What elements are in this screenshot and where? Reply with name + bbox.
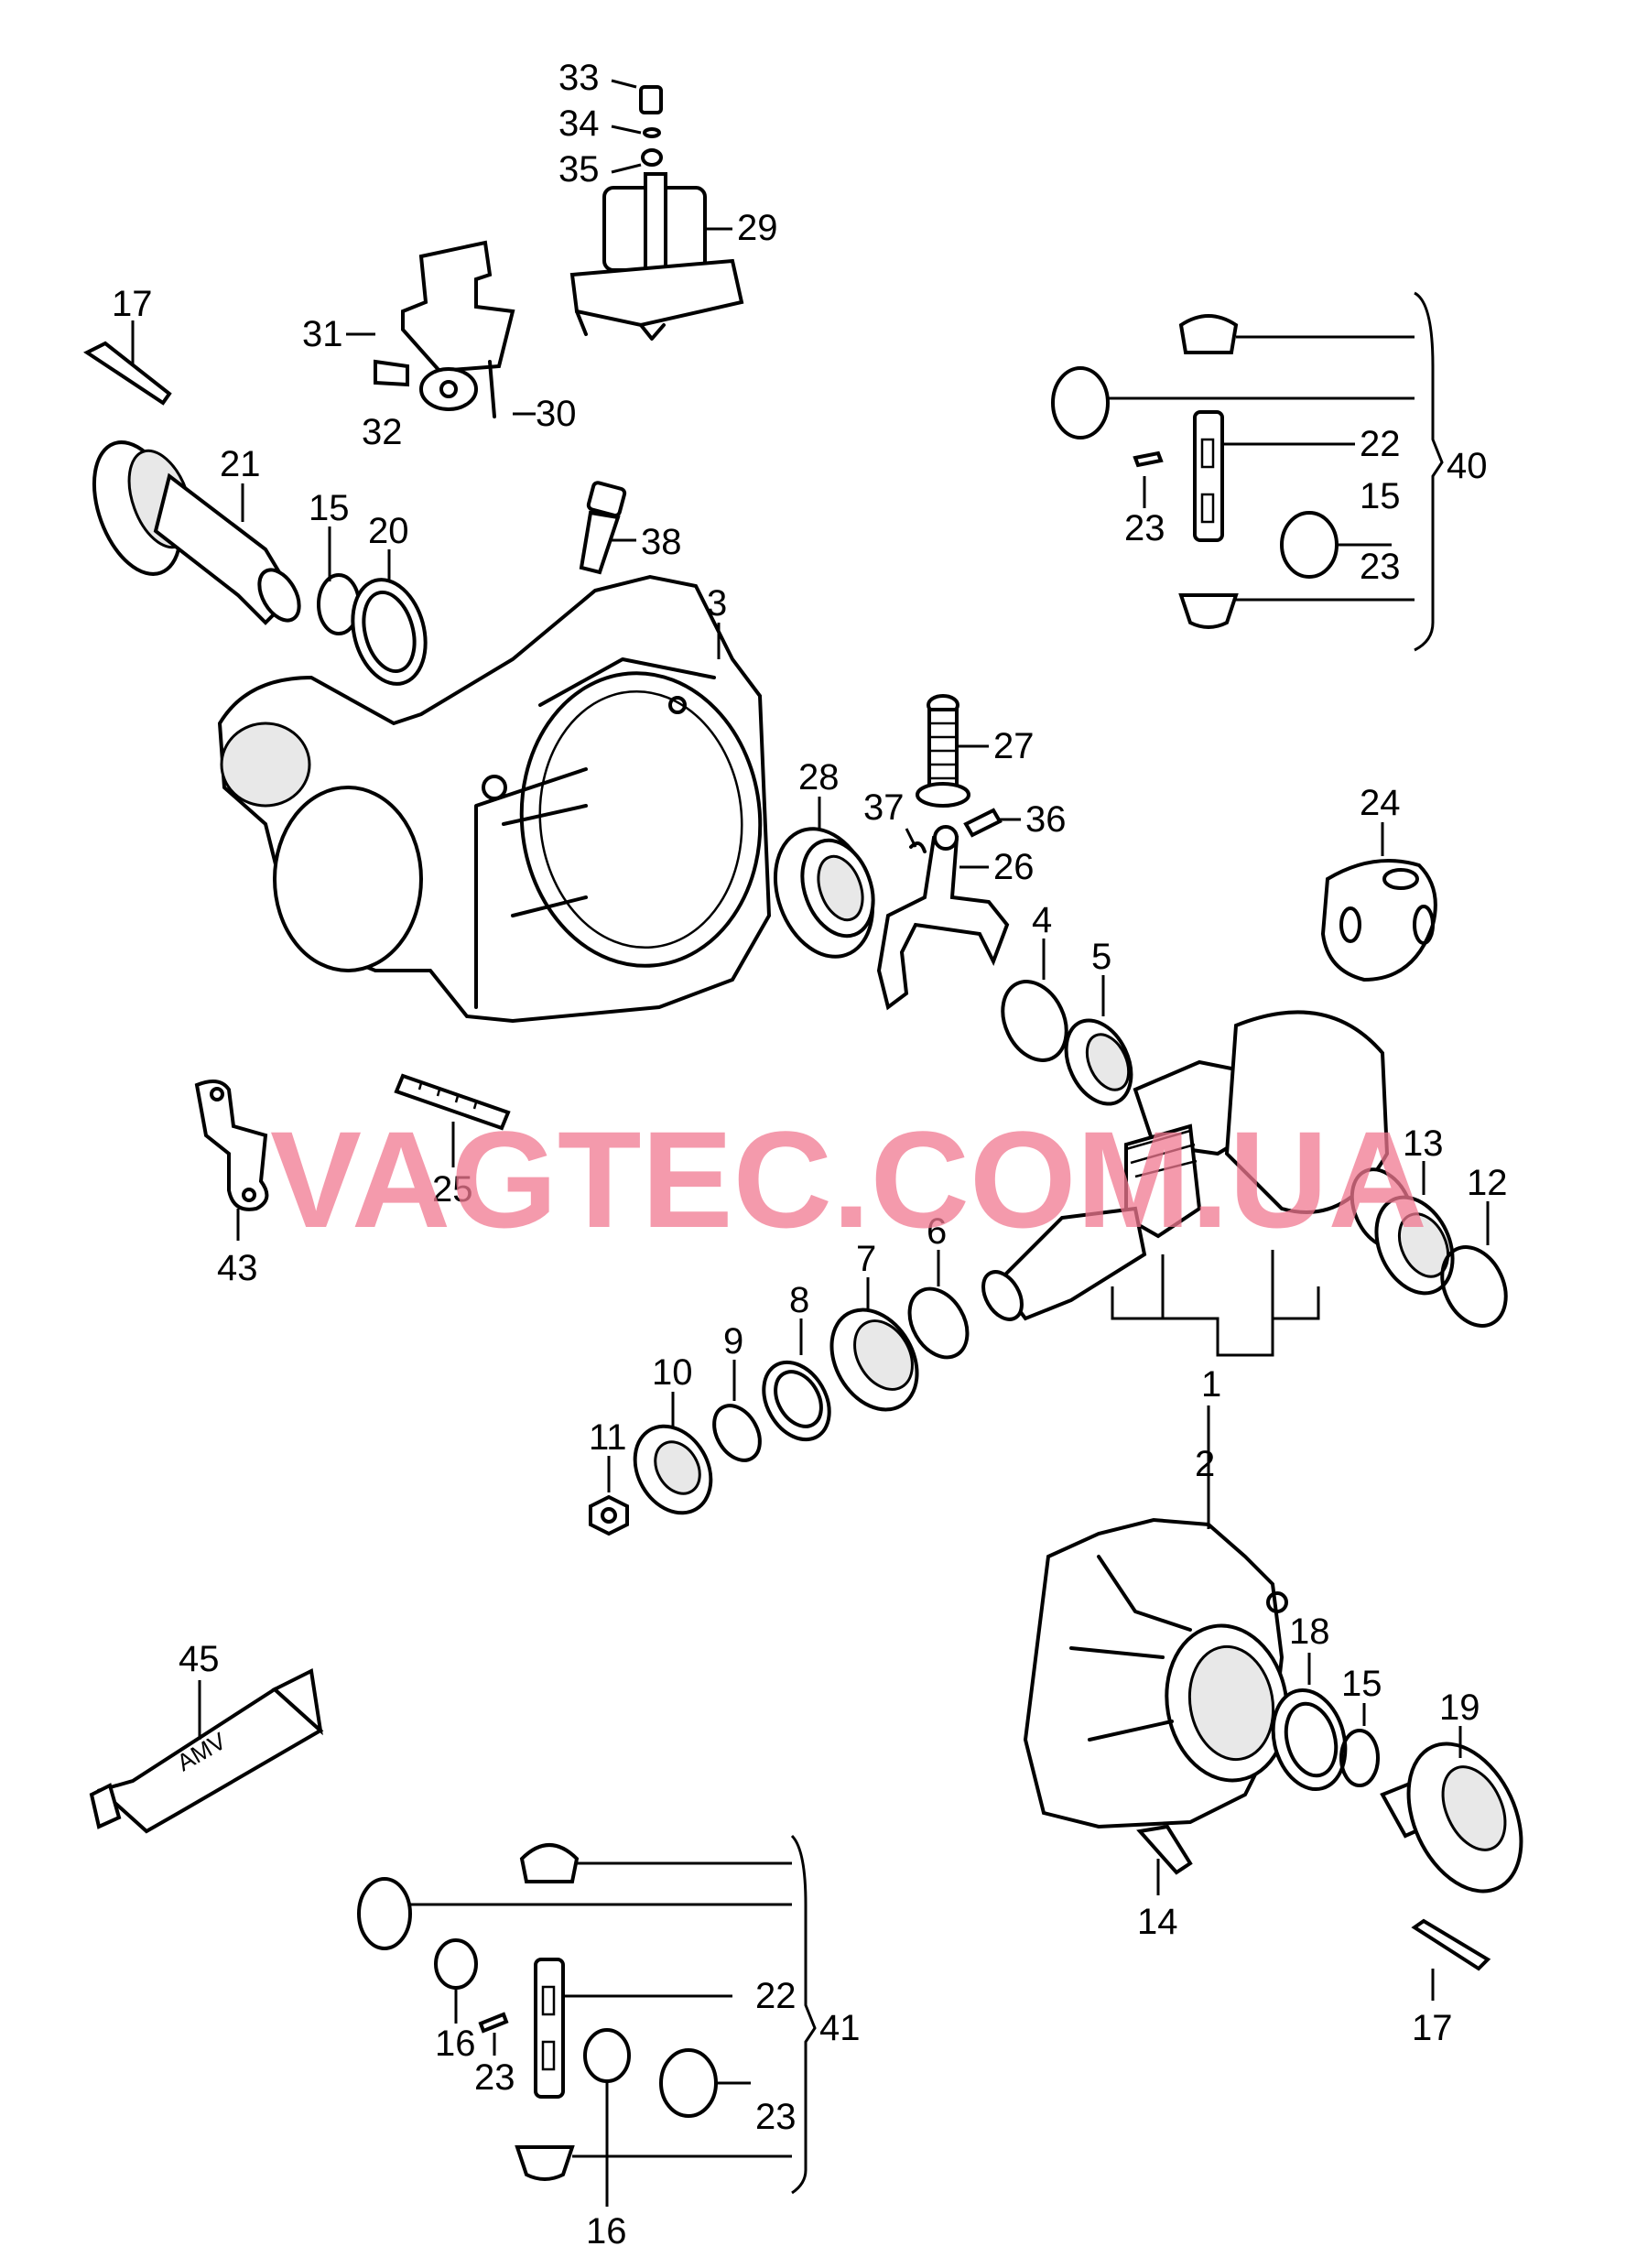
callout-43: 43 <box>217 1248 258 1288</box>
callout-26: 26 <box>993 847 1035 887</box>
bolt-17 <box>83 341 172 406</box>
bearing-28 <box>773 827 875 959</box>
callout-28: 28 <box>798 757 840 798</box>
callout-10: 10 <box>652 1352 693 1393</box>
callout-25: 25 <box>432 1169 473 1210</box>
callout-18: 18 <box>1289 1611 1330 1652</box>
sealant-tube-45: AMV <box>89 1667 324 1834</box>
bearing-7 <box>829 1308 919 1412</box>
callout-40: 40 <box>1447 446 1488 486</box>
callout-2: 2 <box>1195 1444 1215 1484</box>
callout-35: 35 <box>558 149 600 190</box>
callout-11: 11 <box>589 1417 627 1458</box>
seal-18 <box>1271 1687 1348 1792</box>
bolt-38 <box>579 481 627 575</box>
callout-23-set40b: 23 <box>1360 547 1401 587</box>
callout-37: 37 <box>863 787 905 828</box>
differential-cage-24 <box>1320 859 1437 982</box>
callout-8: 8 <box>789 1280 809 1320</box>
callout-14: 14 <box>1137 1902 1178 1942</box>
callout-23-set41a: 23 <box>474 2057 515 2098</box>
differential-assembly-1 <box>981 1010 1415 1321</box>
callout-29: 29 <box>737 208 778 248</box>
bearing-race-8 <box>762 1360 831 1442</box>
callout-9: 9 <box>723 1321 743 1362</box>
shift-fork-26 <box>876 825 1010 1011</box>
bearing-13 <box>1374 1195 1455 1296</box>
callout-6: 6 <box>927 1211 947 1252</box>
callout-3: 3 <box>707 583 727 624</box>
circlip-15b <box>1339 1729 1380 1787</box>
callout-1: 1 <box>1201 1364 1221 1405</box>
seal-20 <box>351 578 428 686</box>
callout-30: 30 <box>536 394 577 434</box>
callout-45: 45 <box>179 1639 220 1679</box>
callout-16-lower: 16 <box>586 2211 627 2252</box>
callout-19: 19 <box>1439 1687 1480 1728</box>
callout-15-lower: 15 <box>1341 1664 1382 1704</box>
callout-5: 5 <box>1091 937 1111 977</box>
callout-22-set41: 22 <box>755 1976 797 2016</box>
flange-shaft-21 <box>92 440 301 625</box>
callout-34: 34 <box>558 103 600 144</box>
callout-16: 16 <box>435 2024 476 2064</box>
bolt-17b <box>1411 1918 1491 1971</box>
callout-24: 24 <box>1360 783 1401 823</box>
callout-33: 33 <box>558 58 600 98</box>
callout-31: 31 <box>302 314 343 354</box>
callout-labels: 33 34 35 29 31 32 30 17 21 15 20 38 3 27… <box>112 58 1508 2252</box>
callout-32: 32 <box>362 412 403 452</box>
callout-15-set40: 15 <box>1360 476 1401 516</box>
watermark: VAGTEC.COM.UA <box>270 1102 1427 1256</box>
nut-11 <box>589 1494 629 1536</box>
shim-6 <box>907 1286 970 1360</box>
gear-set-40 <box>1051 291 1444 652</box>
leader-lines <box>131 79 1490 2207</box>
callout-7: 7 <box>856 1239 876 1279</box>
callout-4: 4 <box>1032 900 1052 940</box>
callout-38: 38 <box>641 522 682 562</box>
callout-15: 15 <box>309 488 350 528</box>
bearing-10 <box>633 1424 713 1515</box>
clip-37 <box>909 841 927 853</box>
bearing-5 <box>1064 1018 1133 1106</box>
bracket-31 <box>374 240 515 418</box>
ring-12 <box>1440 1245 1508 1328</box>
callout-12: 12 <box>1467 1163 1508 1203</box>
bolt-14 <box>1136 1824 1193 1875</box>
shim-9 <box>712 1404 762 1462</box>
bolt-36 <box>963 808 1003 838</box>
selector-shaft-27 <box>916 694 970 808</box>
callout-23-set41b: 23 <box>755 2097 797 2137</box>
callout-23-set40a: 23 <box>1124 508 1165 548</box>
callout-41: 41 <box>819 2008 861 2048</box>
gearbox-housing-3 <box>217 574 772 1024</box>
callout-21: 21 <box>220 444 261 484</box>
callout-22: 22 <box>1360 424 1401 464</box>
gauge-25 <box>394 1073 511 1131</box>
cover-housing-2 <box>1023 1517 1289 1829</box>
ring-4 <box>1001 980 1068 1062</box>
callout-17: 17 <box>112 284 153 324</box>
callout-27: 27 <box>993 726 1035 766</box>
gear-set-41 <box>357 1834 817 2195</box>
flange-19 <box>1380 1742 1523 1894</box>
callout-36: 36 <box>1025 799 1067 840</box>
callout-17-lower: 17 <box>1412 2008 1453 2048</box>
callout-13: 13 <box>1403 1123 1444 1164</box>
callout-20: 20 <box>368 511 409 551</box>
bracket-43 <box>194 1080 269 1211</box>
